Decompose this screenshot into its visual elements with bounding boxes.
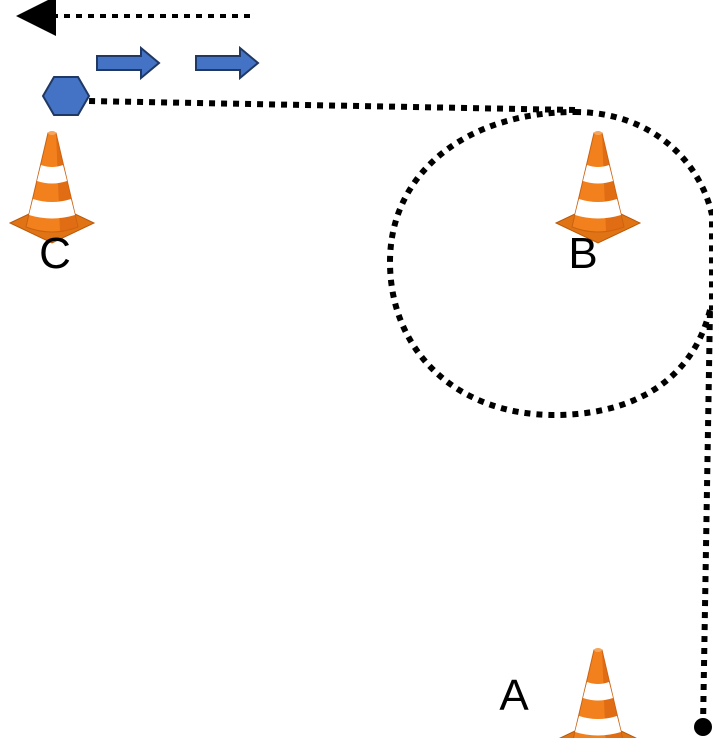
cone-b: B bbox=[555, 130, 641, 278]
blue-hexagon-icon bbox=[41, 76, 91, 116]
cone-a: A bbox=[499, 647, 641, 738]
route-segment-to-c bbox=[87, 98, 576, 113]
blue-right-arrow-icon bbox=[195, 45, 260, 81]
route-loop-top-right bbox=[574, 109, 713, 310]
cone-label-a: A bbox=[499, 671, 529, 720]
cone-label-c: C bbox=[39, 229, 71, 278]
route-path bbox=[87, 98, 713, 727]
route-segment-up bbox=[700, 309, 713, 727]
cone-c: C bbox=[9, 130, 95, 278]
blue-right-arrow-icon bbox=[96, 45, 161, 81]
cone-label-b: B bbox=[568, 229, 597, 278]
route-loop-around-b bbox=[386, 109, 713, 419]
black-dot-icon bbox=[694, 718, 712, 736]
